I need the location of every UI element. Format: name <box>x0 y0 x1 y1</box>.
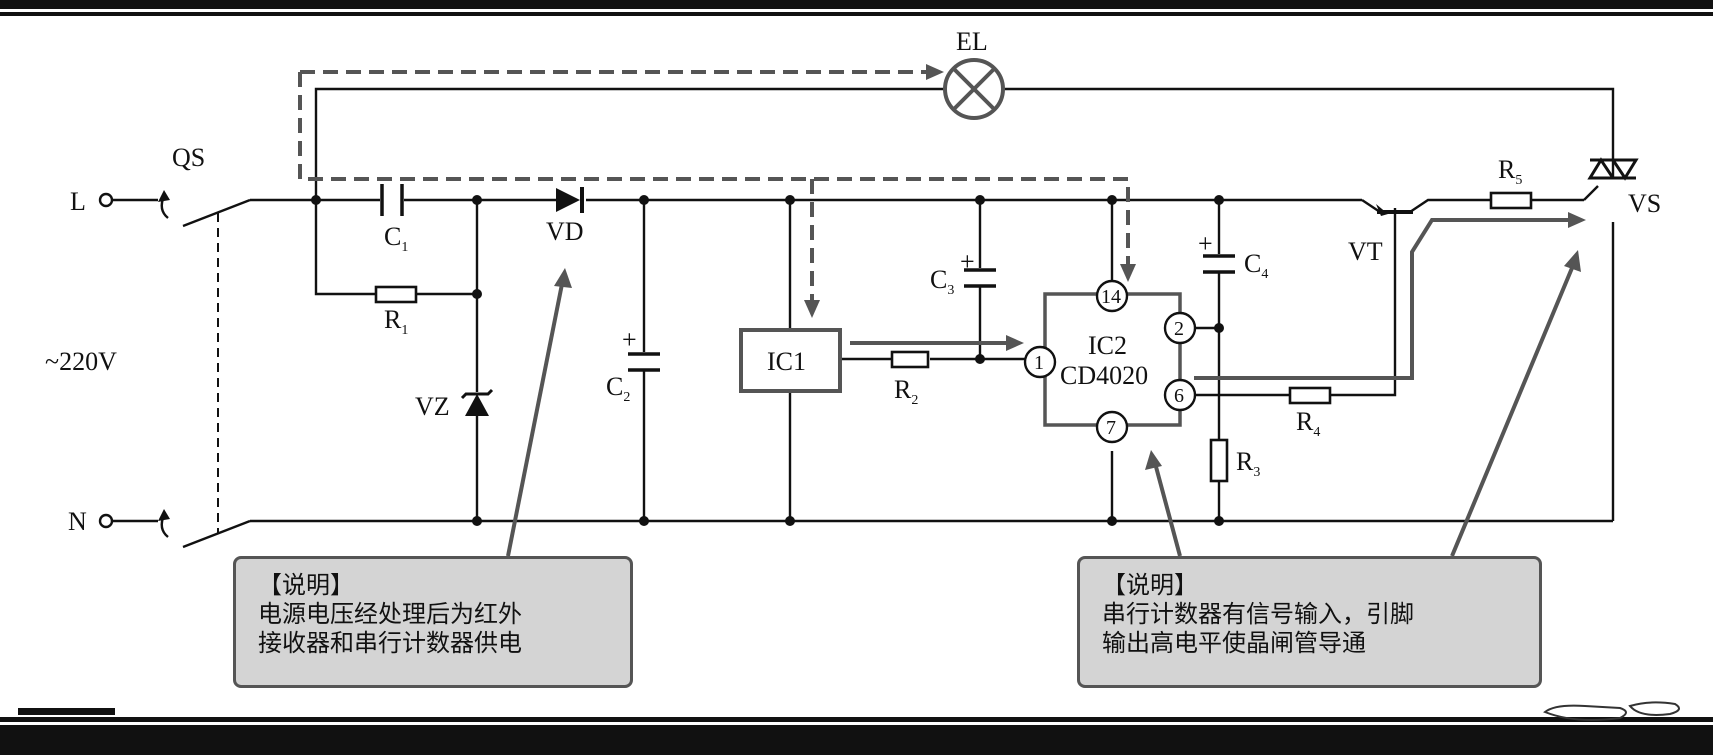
resistor-r4 <box>1288 386 1332 405</box>
label-n: N <box>68 507 87 536</box>
note-left-line1: 电源电压经处理后为红外 <box>258 600 522 628</box>
resistor-r5 <box>1489 191 1533 210</box>
capacitor-c2 <box>628 352 660 372</box>
note-right-title: 【说明】 <box>1102 571 1198 599</box>
switch-arrow-tips <box>158 190 170 521</box>
dashed-arrowheads <box>804 64 1136 318</box>
label-r4: R4 <box>1296 407 1320 440</box>
note-right-line1: 串行计数器有信号输入，引脚 <box>1102 600 1414 628</box>
capacitor-c3 <box>964 268 996 288</box>
diode-vd <box>556 187 584 213</box>
ic1-box <box>739 328 842 393</box>
label-vz: VZ <box>415 392 450 421</box>
zener-vz <box>460 388 494 416</box>
label-r2: R2 <box>894 375 918 408</box>
resistor-r1 <box>374 285 418 304</box>
resistor-r3 <box>1209 438 1229 483</box>
note-right-line2: 输出高电平使晶闸管导通 <box>1102 629 1366 657</box>
solid-signal-path <box>850 218 1570 380</box>
label-c2-plus: + <box>622 325 637 354</box>
label-l: L <box>70 187 86 216</box>
label-c3-plus: + <box>960 247 975 276</box>
label-c2: C2 <box>606 372 630 405</box>
dashed-signal-path <box>298 70 1130 305</box>
label-c3: C3 <box>930 265 954 298</box>
label-cd4020: CD4020 <box>1060 361 1148 390</box>
label-ic1: IC1 <box>767 347 806 376</box>
terminals <box>98 192 114 529</box>
label-r3: R3 <box>1236 447 1260 480</box>
solid-arrowheads <box>1006 212 1586 351</box>
wires <box>113 87 1615 523</box>
ic2-pins <box>1023 279 1197 444</box>
label-qs: QS <box>172 143 205 172</box>
label-vs: VS <box>1628 189 1661 218</box>
note-left-title: 【说明】 <box>258 571 354 599</box>
triac-vs <box>1587 157 1639 181</box>
note-pointers <box>506 267 1574 557</box>
pin-1-label: 1 <box>1034 352 1044 374</box>
junction-dots <box>311 195 1224 526</box>
label-voltage: ~220V <box>45 347 117 376</box>
pin-7-label: 7 <box>1106 417 1116 439</box>
note-left-line2: 接收器和串行计数器供电 <box>258 629 522 657</box>
labels: L N QS ~220V EL C1 R1 VZ VD C2 + IC1 R2 … <box>45 27 1661 536</box>
pin-6-label: 6 <box>1174 385 1184 407</box>
label-c4: C4 <box>1244 249 1268 282</box>
vt-emitter-arrow <box>1376 204 1388 216</box>
pin-14-label: 14 <box>1101 286 1121 308</box>
resistor-r2 <box>890 350 930 369</box>
label-r1: R1 <box>384 305 408 338</box>
pin-2-label: 2 <box>1174 318 1184 340</box>
label-el: EL <box>956 27 988 56</box>
switch-qs <box>160 195 251 549</box>
label-vt: VT <box>1348 237 1383 266</box>
label-r5: R5 <box>1498 155 1522 188</box>
label-vd: VD <box>546 217 584 246</box>
label-c1: C1 <box>384 222 408 255</box>
label-ic2: IC2 <box>1088 331 1127 360</box>
capacitor-c1 <box>380 184 404 216</box>
label-c4-plus: + <box>1198 229 1213 258</box>
pointer-arrowheads <box>554 250 1581 470</box>
capacitor-c4 <box>1203 254 1235 274</box>
note-left: 【说明】 电源电压经处理后为红外 接收器和串行计数器供电 <box>233 556 633 688</box>
lamp-el <box>943 58 1005 120</box>
note-right: 【说明】 串行计数器有信号输入，引脚 输出高电平使晶闸管导通 <box>1077 556 1542 688</box>
